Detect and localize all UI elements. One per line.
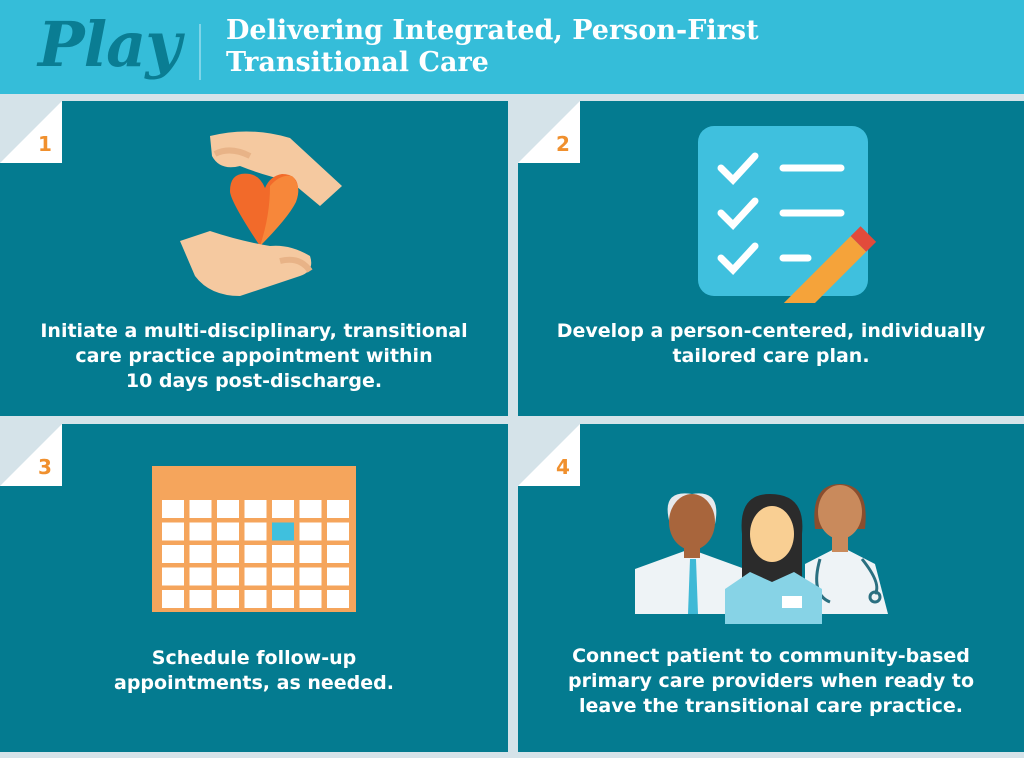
step-number: 2 [556,132,570,156]
checklist-pencil-icon [698,126,877,303]
calendar-day [244,567,267,586]
calendar-day [299,590,322,608]
text-line: 10 days post-discharge. [125,370,383,392]
step-number: 3 [38,455,52,479]
step-number: 4 [556,455,570,479]
calendar-day [244,500,267,518]
step-text: Initiate a multi-disciplinary, transitio… [0,319,508,394]
title-line-1: Delivering Integrated, Person-First [226,15,759,46]
page-title: Delivering Integrated, Person-First Tran… [226,15,759,79]
text-line: Schedule follow-up [151,647,357,669]
step-text: Develop a person-centered, individually … [518,319,1024,369]
calendar-day [162,567,184,586]
header-banner: Play Delivering Integrated, Person-First… [0,0,1024,94]
calendar-day [327,590,349,608]
calendar-day [244,545,267,563]
calendar-day [217,545,239,563]
step-panel-4: 4 Connect patient to community-based pri… [518,424,1024,752]
calendar-day [272,567,294,586]
calendar-day [217,500,239,518]
text-line: Initiate a multi-disciplinary, transitio… [40,320,468,342]
calendar-day [327,545,349,563]
calendar-day [217,590,239,608]
calendar-icon [152,466,356,612]
play-label: Play [38,8,181,81]
title-line-2: Transitional Care [226,47,489,78]
text-line: Develop a person-centered, individually [556,320,986,342]
step-text: Schedule follow-up appointments, as need… [0,646,508,696]
calendar-day [299,500,322,518]
calendar-day [189,567,212,586]
calendar-day [272,590,294,608]
calendar-day [189,522,212,541]
text-line: appointments, as needed. [114,672,394,694]
hands-heart-icon [180,131,342,296]
calendar-day [299,522,322,541]
step-panel-3: 3 Schedule follow-up appointments, as ne… [0,424,508,752]
care-team-icon [635,484,888,624]
calendar-day [162,590,184,608]
header-divider [199,24,201,80]
text-line: primary care providers when ready to [567,670,975,692]
calendar-day [217,522,239,541]
calendar-day [244,522,267,541]
step-panel-2: 2 Develop a person-centered, individuall… [518,101,1024,416]
calendar-day [162,545,184,563]
calendar-day [272,545,294,563]
text-line: care practice appointment within [75,345,433,367]
calendar-day [189,545,212,563]
calendar-day [162,500,184,518]
calendar-day [162,522,184,541]
calendar-highlight-day [272,522,294,541]
step-number: 1 [38,132,52,156]
step-panel-1: 1 Initiate a multi-disciplinary, transit… [0,101,508,416]
text-line: tailored care plan. [672,345,870,367]
text-line: leave the transitional care practice. [579,695,963,717]
calendar-day [299,567,322,586]
text-line: Connect patient to community-based [572,645,970,667]
calendar-day [217,567,239,586]
calendar-day [189,500,212,518]
calendar-day [299,545,322,563]
calendar-day [327,567,349,586]
calendar-day [327,522,349,541]
calendar-day [189,590,212,608]
calendar-day [272,500,294,518]
step-text: Connect patient to community-based prima… [518,644,1024,719]
calendar-day [244,590,267,608]
calendar-day [327,500,349,518]
